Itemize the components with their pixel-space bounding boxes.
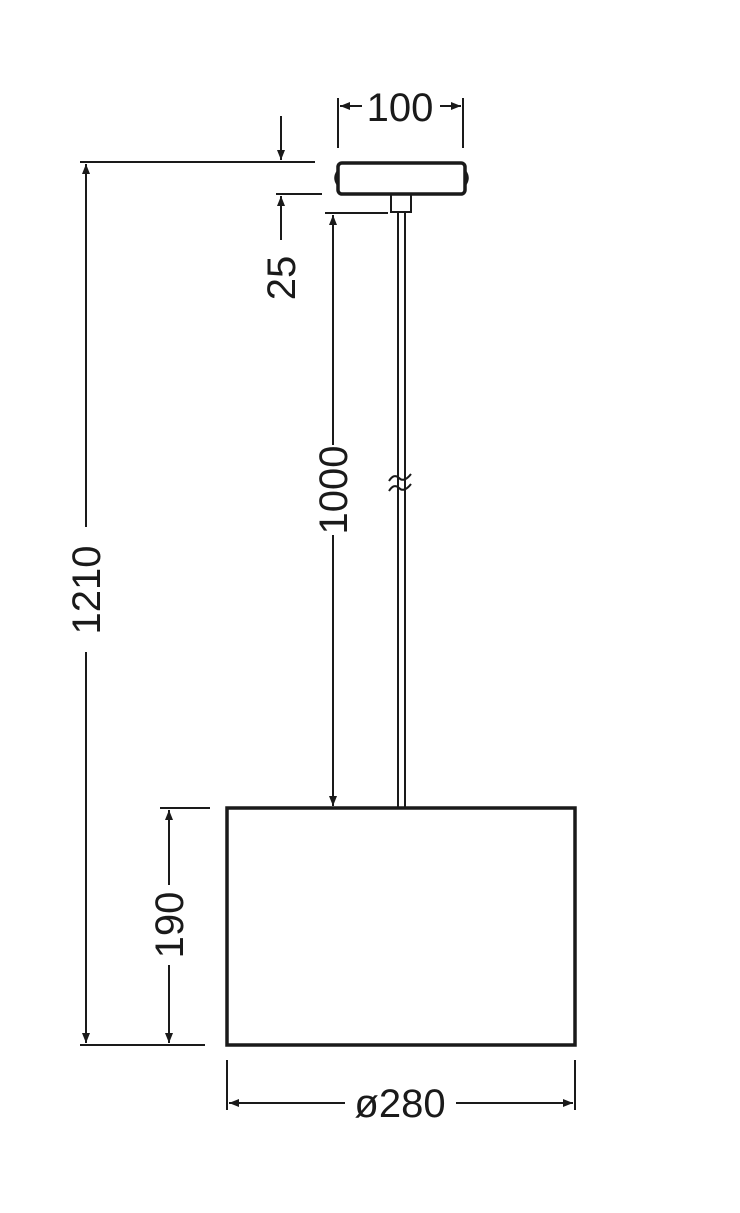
lamp-shade xyxy=(225,806,577,1047)
dimension-shade-diameter: ø280 xyxy=(226,1060,576,1126)
cable-length-label: 1000 xyxy=(312,446,356,535)
shade-diameter-label: ø280 xyxy=(354,1082,445,1126)
shade-height-label: 190 xyxy=(148,892,192,959)
ceiling-canopy xyxy=(334,161,469,213)
dimension-total-height: 1210 xyxy=(65,164,205,1046)
suspension-cable xyxy=(388,212,412,808)
dimension-canopy-height: 25 xyxy=(80,116,322,300)
canopy-width-label: 100 xyxy=(367,86,434,130)
dimension-shade-height: 190 xyxy=(148,807,210,1043)
dimension-canopy-width: 100 xyxy=(337,86,464,148)
canopy-height-label: 25 xyxy=(260,256,304,301)
dimension-cable-length: 1000 xyxy=(312,212,388,806)
total-height-label: 1210 xyxy=(65,546,109,635)
